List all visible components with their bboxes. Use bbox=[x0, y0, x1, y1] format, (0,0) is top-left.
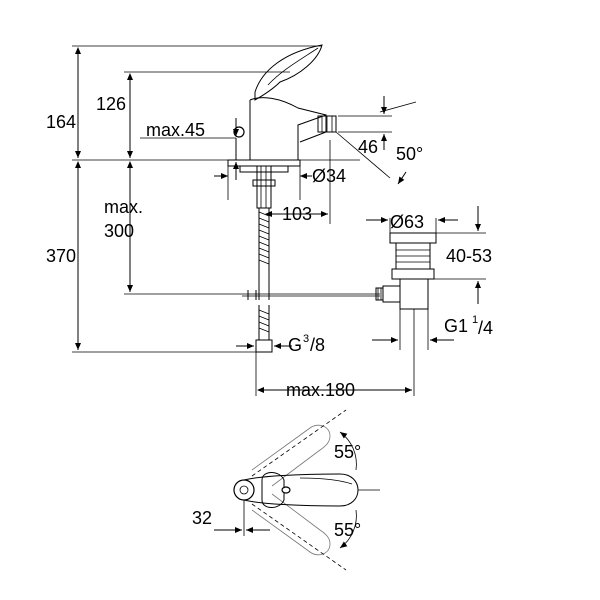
thread-g114-denominator: /4 bbox=[478, 318, 493, 338]
dim-103-label: 103 bbox=[282, 204, 312, 224]
dim-126-label: 126 bbox=[96, 94, 126, 114]
dim-max180-label: max.180 bbox=[286, 380, 355, 400]
angle-50-label: 50° bbox=[396, 144, 423, 164]
dim-46-label: 46 bbox=[358, 137, 378, 157]
thread-g114-prefix: G1 bbox=[444, 316, 468, 336]
dim-max300-line1: max. bbox=[104, 197, 143, 217]
dim-diameter-63-label: Ø63 bbox=[390, 212, 424, 232]
faucet-side-view bbox=[227, 44, 380, 353]
thread-g38-denominator: /8 bbox=[310, 335, 325, 355]
dim-370-label: 370 bbox=[46, 246, 76, 266]
dim-32-label: 32 bbox=[192, 508, 212, 528]
flexible-hose bbox=[255, 208, 273, 353]
faucet-top-view bbox=[214, 409, 380, 571]
dim-diameter-34-label: Ø34 bbox=[312, 166, 346, 186]
angle-55-bottom-label: 55° bbox=[334, 520, 361, 540]
waste-drain bbox=[375, 232, 437, 340]
angle-55-top-label: 55° bbox=[334, 442, 361, 462]
dim-164-label: 164 bbox=[46, 112, 76, 132]
dim-max300-line2: 300 bbox=[104, 221, 134, 241]
dim-40-53-label: 40-53 bbox=[446, 246, 492, 266]
thread-g114-numerator: 1 bbox=[472, 314, 478, 326]
thread-g38-numerator: 3 bbox=[303, 333, 309, 345]
dimension-lines bbox=[72, 45, 486, 396]
dim-max45-label: max.45 bbox=[146, 120, 205, 140]
thread-g38-prefix: G bbox=[288, 335, 302, 355]
